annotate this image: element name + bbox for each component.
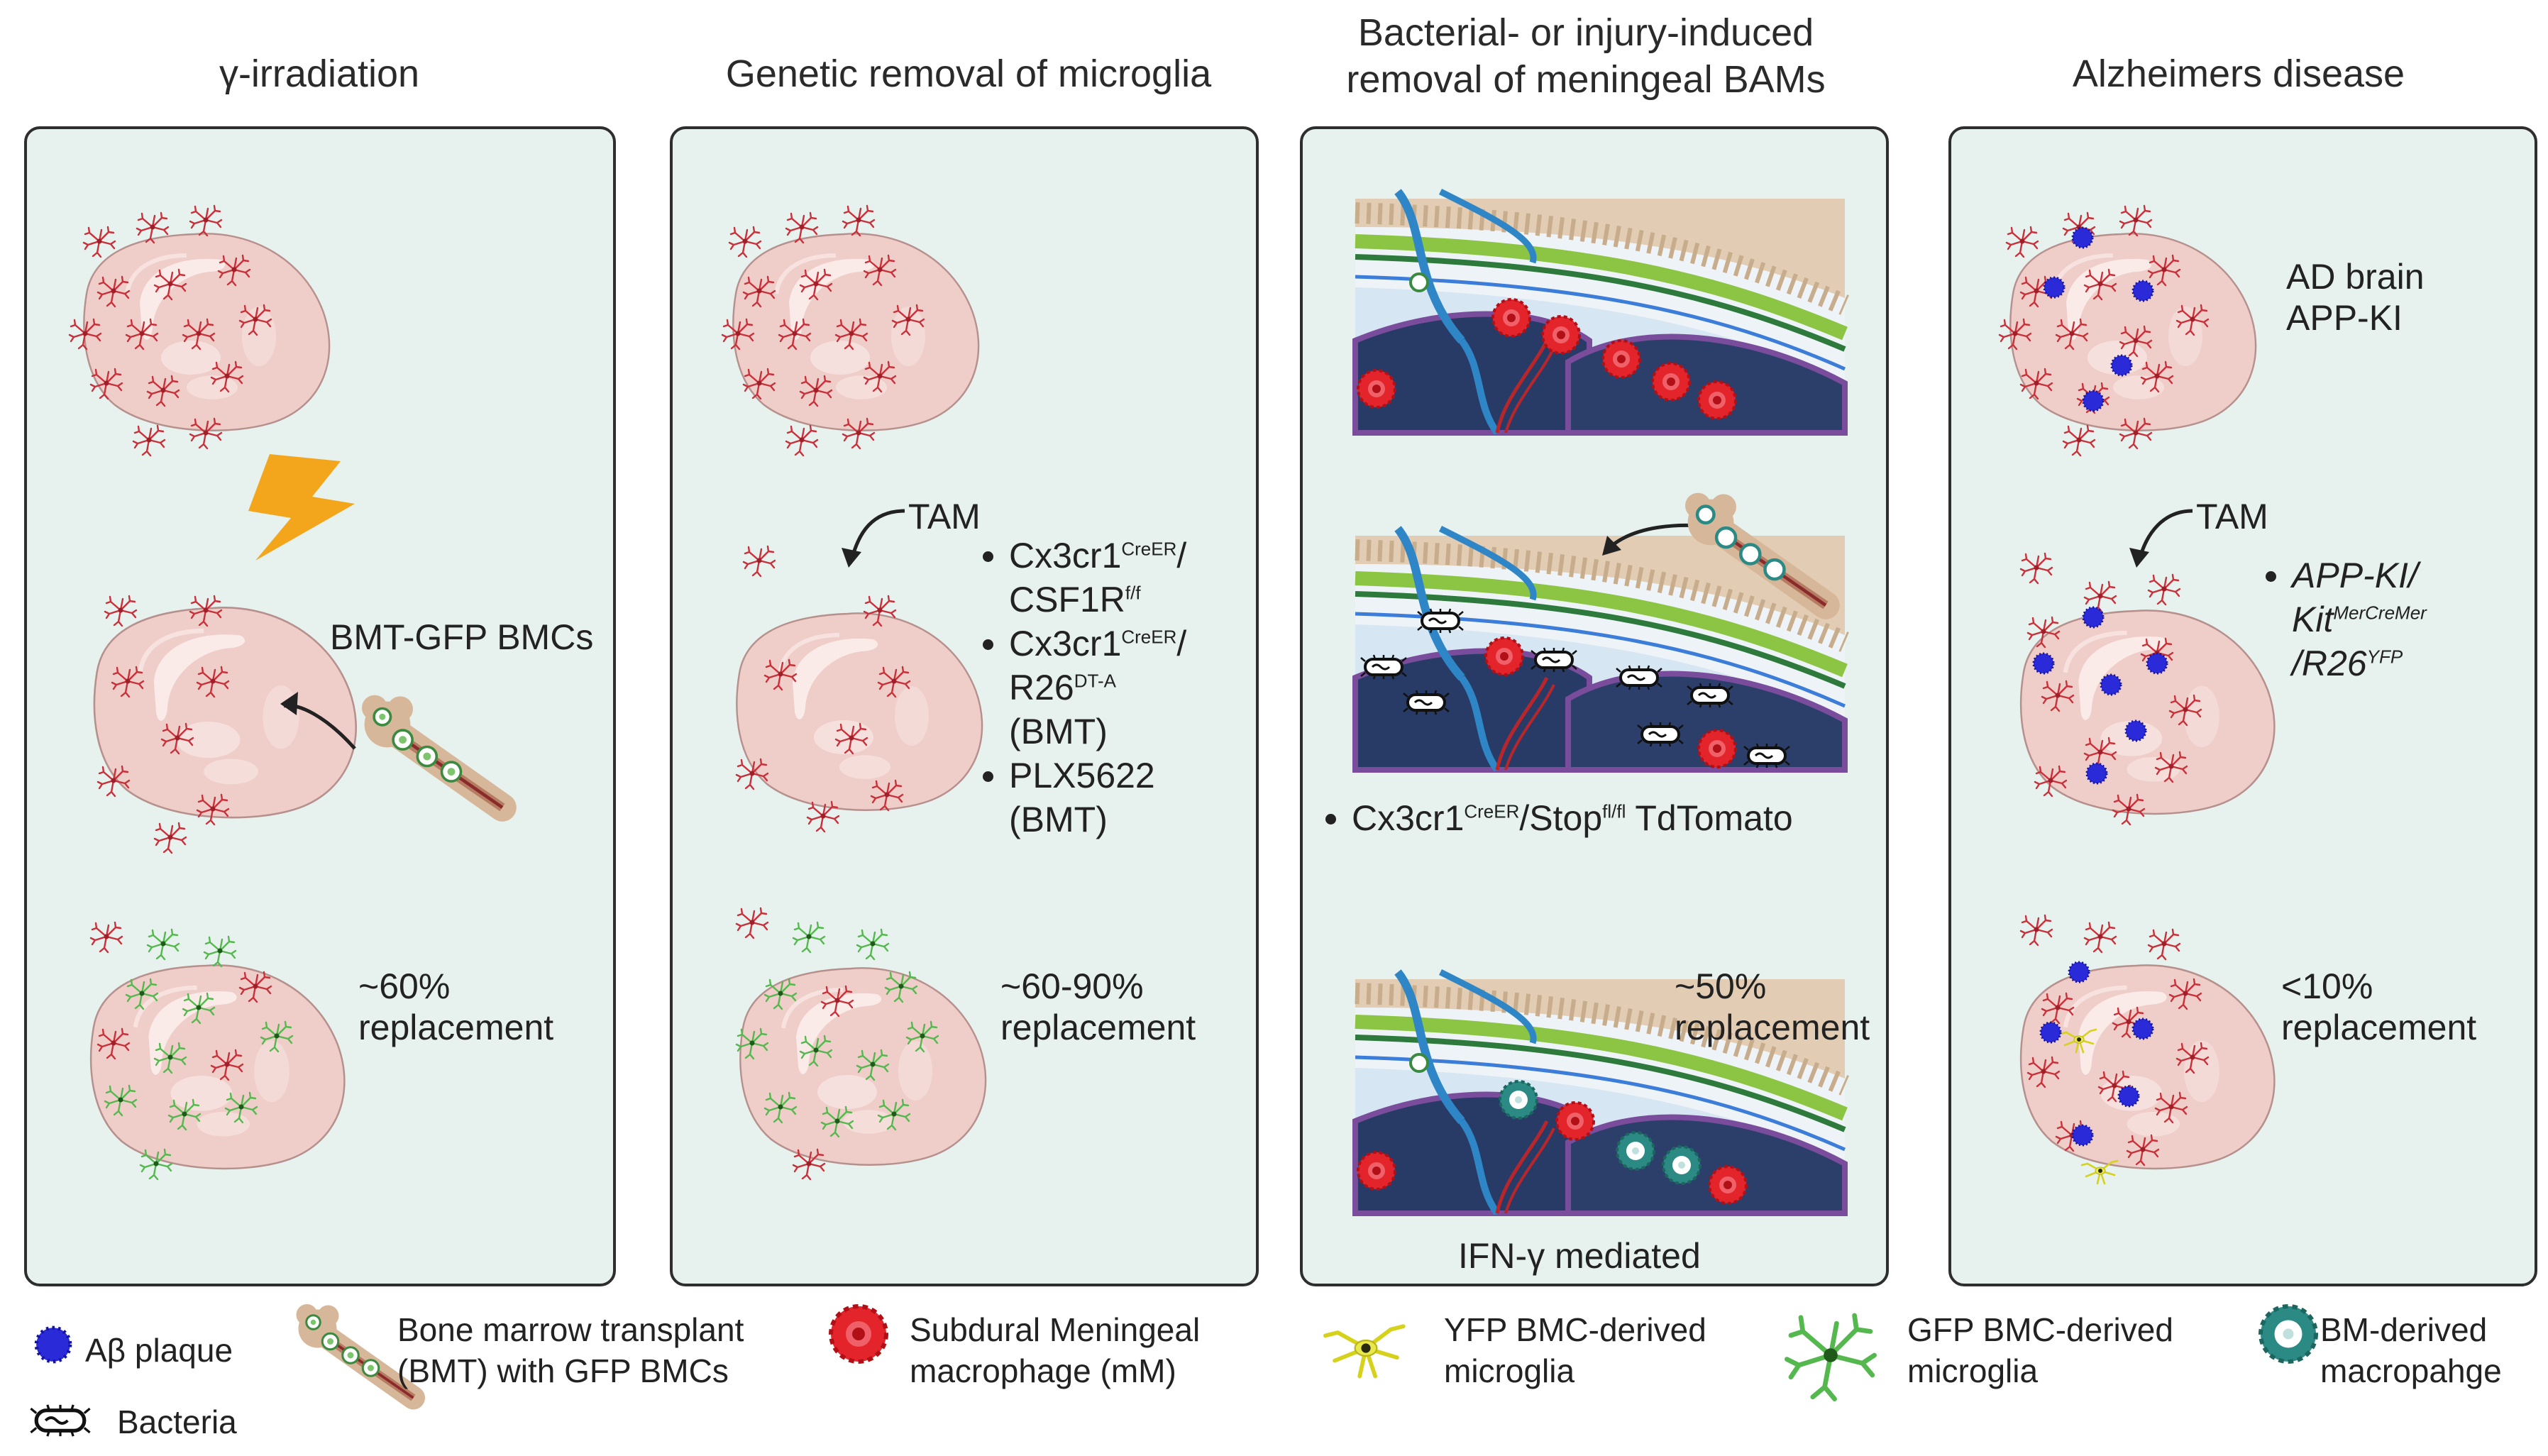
meninges-repopulated: [1355, 972, 1845, 1213]
lightning-bolt-icon: [248, 454, 355, 561]
panel4-replacement: replacement: [2281, 1008, 2477, 1047]
legend-bmd-line2: macropahge: [2320, 1352, 2502, 1389]
panel2-bullets: Cx3cr1CreER/CSF1Rf/f Cx3cr1CreER/R26DT-A…: [974, 534, 1186, 842]
legend-yfp-line2: microglia: [1444, 1352, 1575, 1389]
legend-plaque: Aβ plaque: [85, 1332, 233, 1369]
legend-yfp-line1: YFP BMC-derived: [1444, 1311, 1706, 1348]
panel2-percent: ~60-90%: [1000, 966, 1144, 1006]
bullet-plx5622: PLX5622(BMT): [1009, 754, 1186, 842]
meninges-control: [1355, 192, 1845, 433]
panel1-percent: ~60%: [358, 966, 451, 1006]
legend-bacteria: Bacteria: [117, 1403, 237, 1440]
legend-gfp-line2: microglia: [1907, 1352, 2039, 1389]
panel4-bullet: APP-KI/KitMerCreMer/R26YFP: [2256, 553, 2427, 685]
title-bacterial-line1: Bacterial- or injury-induced: [1357, 11, 1814, 54]
legend-mm-line2: macrophage (mM): [910, 1352, 1176, 1389]
gfp-microglia-legend-icon: [1787, 1316, 1874, 1399]
title-alzheimers: Alzheimers disease: [2072, 53, 2405, 95]
bullet-cx3cr1-csf1r: Cx3cr1CreER/CSF1Rf/f: [1009, 534, 1186, 622]
bullet-cx3cr1-r26: Cx3cr1CreER/R26DT-A(BMT): [1009, 622, 1186, 754]
panel3-ifn-gamma: IFN-γ mediated: [1458, 1236, 1701, 1276]
legend-gfp-line1: GFP BMC-derived: [1907, 1311, 2173, 1348]
legend-bmd-line1: BM-derived: [2320, 1311, 2488, 1348]
panel4-percent: <10%: [2281, 966, 2373, 1006]
title-bacterial-line2: removal of meningeal BAMs: [1346, 58, 1826, 101]
legend-mm-line1: Subdural Meningeal: [910, 1311, 1201, 1348]
panel4-ad-brain: AD brain: [2286, 257, 2425, 297]
bm-macrophage-legend-icon: [2261, 1306, 2316, 1362]
title-gamma-irradiation: γ-irradiation: [219, 53, 420, 95]
meningeal-macrophage-legend-icon: [831, 1306, 886, 1362]
panel2-tam: TAM: [908, 497, 981, 536]
panel3-replacement: replacement: [1675, 1008, 1870, 1047]
panel4-tam: TAM: [2196, 497, 2268, 536]
panel1-replacement: replacement: [358, 1008, 554, 1047]
panel2-replacement: replacement: [1000, 1008, 1196, 1047]
bone-marrow-legend-icon: [297, 1304, 414, 1398]
plaque-legend-icon: [36, 1328, 70, 1362]
panel3-percent: ~50%: [1675, 966, 1767, 1006]
yfp-microglia-legend-icon: [1325, 1326, 1403, 1376]
legend-bmt-line2: (BMT) with GFP BMCs: [397, 1352, 729, 1389]
panel3-bullet: Cx3cr1CreER/Stopfl/fl TdTomato: [1316, 796, 1793, 840]
legend-bmt-line1: Bone marrow transplant: [397, 1311, 744, 1348]
bmt-gfp-label: BMT-GFP BMCs: [330, 617, 594, 657]
panel4-app-ki: APP-KI: [2286, 298, 2403, 338]
title-genetic-removal: Genetic removal of microglia: [725, 53, 1212, 95]
bacteria-legend-icon: [31, 1405, 89, 1436]
